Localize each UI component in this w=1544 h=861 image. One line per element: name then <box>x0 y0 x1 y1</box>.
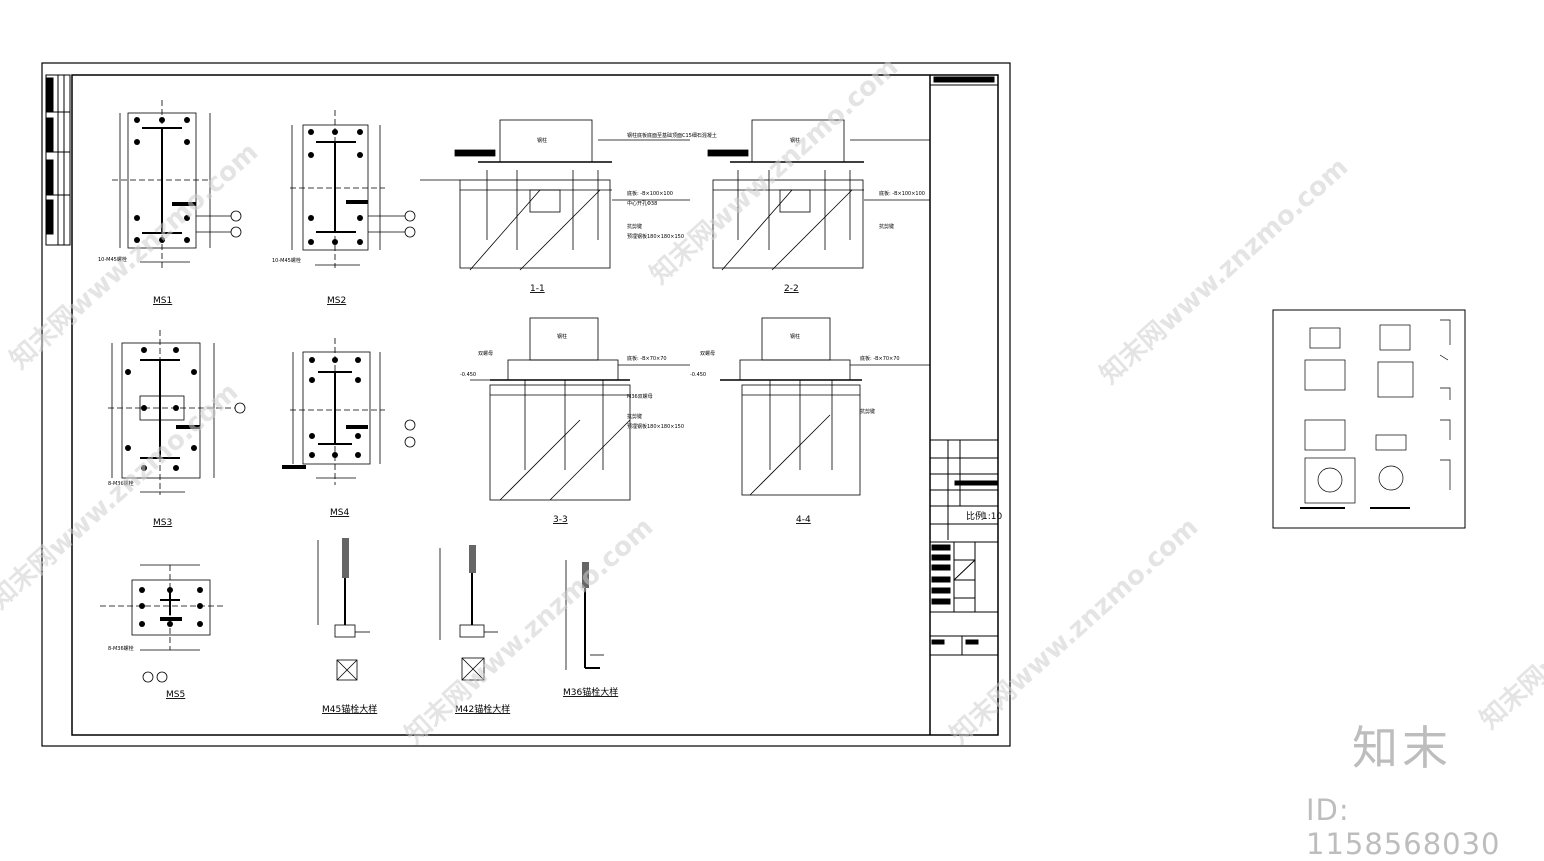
binding-strip <box>45 74 71 246</box>
sec33-elev: -0.450 <box>460 372 476 378</box>
title-block <box>929 75 998 735</box>
sec44-note-plate: 底板: -B×70×70 <box>860 355 900 362</box>
bolt-m42-label: M42锚栓大样 <box>455 703 510 715</box>
plate-ms3 <box>108 330 246 495</box>
watermark-text: 知末网www.znzmo.com <box>1475 497 1544 735</box>
sec33-note-embed: 预埋钢板180×180×150 <box>627 423 684 430</box>
watermark-layer: 知末网www.znzmo.com 知末网www.znzmo.com 知末网www… <box>0 52 1544 750</box>
sec22-label: 2-2 <box>784 284 799 294</box>
bolt-m45-label: M45锚栓大样 <box>322 703 377 715</box>
sec44-elev: -0.450 <box>690 372 706 378</box>
watermark-text: 知末网www.znzmo.com <box>400 512 660 750</box>
ms4-label: MS4 <box>330 508 349 518</box>
watermark-text: 知末网www.znzmo.com <box>5 137 265 375</box>
ms2-bolt-note: 10-M45螺栓 <box>272 257 301 264</box>
sheet-border <box>41 62 1011 747</box>
ms3-bolt-note: 8-M36螺栓 <box>108 480 134 487</box>
sec33-nut: 双螺母 <box>478 350 493 357</box>
sec44-column: 钢柱 <box>790 333 800 340</box>
plate-ms5 <box>100 564 225 683</box>
sec11-note-washer: 抗剪键 <box>627 223 642 230</box>
sec11-note-hole: 中心开孔Φ38 <box>627 200 657 207</box>
section-3-3 <box>470 317 690 501</box>
ms5-label: MS5 <box>166 690 185 700</box>
thumbnail-sheet <box>1272 309 1466 529</box>
sec11-note-top: 钢柱底板底面至基础顶面C15细石混凝土 <box>627 132 717 139</box>
sec44-note-washer: 抗剪键 <box>860 408 875 415</box>
watermark-text: 知末网www.znzmo.com <box>1095 152 1355 390</box>
ms3-label: MS3 <box>153 518 172 528</box>
scale-value: 1:10 <box>982 512 1002 522</box>
ms1-label: MS1 <box>153 296 172 306</box>
sec11-note-embed: 预埋钢板180×180×150 <box>627 233 684 240</box>
sec33-note-washer: 抗剪键 <box>627 413 642 420</box>
sec22-note-washer: 抗剪键 <box>879 223 894 230</box>
plate-ms2 <box>290 110 416 268</box>
section-2-2 <box>707 119 930 271</box>
section-1-1 <box>420 119 690 271</box>
bolt-m36 <box>565 560 604 670</box>
drawing-frame <box>71 74 999 736</box>
sec11-column: 钢柱 <box>537 137 547 144</box>
bolt-m42 <box>439 545 498 681</box>
sec33-note-plate: 底板: -B×70×70 <box>627 355 667 362</box>
sec33-label: 3-3 <box>553 515 568 525</box>
plate-ms4 <box>282 338 416 485</box>
sec44-label: 4-4 <box>796 515 811 525</box>
bolt-m45 <box>317 538 370 681</box>
ms1-bolt-note: 10-M45螺栓 <box>98 256 127 263</box>
ms2-label: MS2 <box>327 296 346 306</box>
plate-ms1 <box>112 100 242 268</box>
sec22-column: 钢柱 <box>790 137 800 144</box>
sec44-nut: 双螺母 <box>700 350 715 357</box>
sec11-note-plate: 底板: -B×100×100 <box>627 190 673 197</box>
section-4-4 <box>720 317 930 496</box>
sec11-label: 1-1 <box>530 284 545 294</box>
image-id: ID: 1158568030 <box>1306 793 1501 861</box>
watermark-text: 知末网www.znzmo.com <box>645 52 905 290</box>
bolt-m36-label: M36锚栓大样 <box>563 686 618 698</box>
sec22-note-plate: 底板: -B×100×100 <box>879 190 925 197</box>
watermark-text: 知末网www.znzmo.com <box>945 512 1205 750</box>
scale-label: 比例 <box>966 510 984 522</box>
brand-logo: 知末 <box>1352 721 1452 775</box>
sec33-note-anchor: M36双螺母 <box>627 393 653 400</box>
sec33-column: 钢柱 <box>557 333 567 340</box>
ms5-bolt-note: 8-M36螺栓 <box>108 645 134 652</box>
